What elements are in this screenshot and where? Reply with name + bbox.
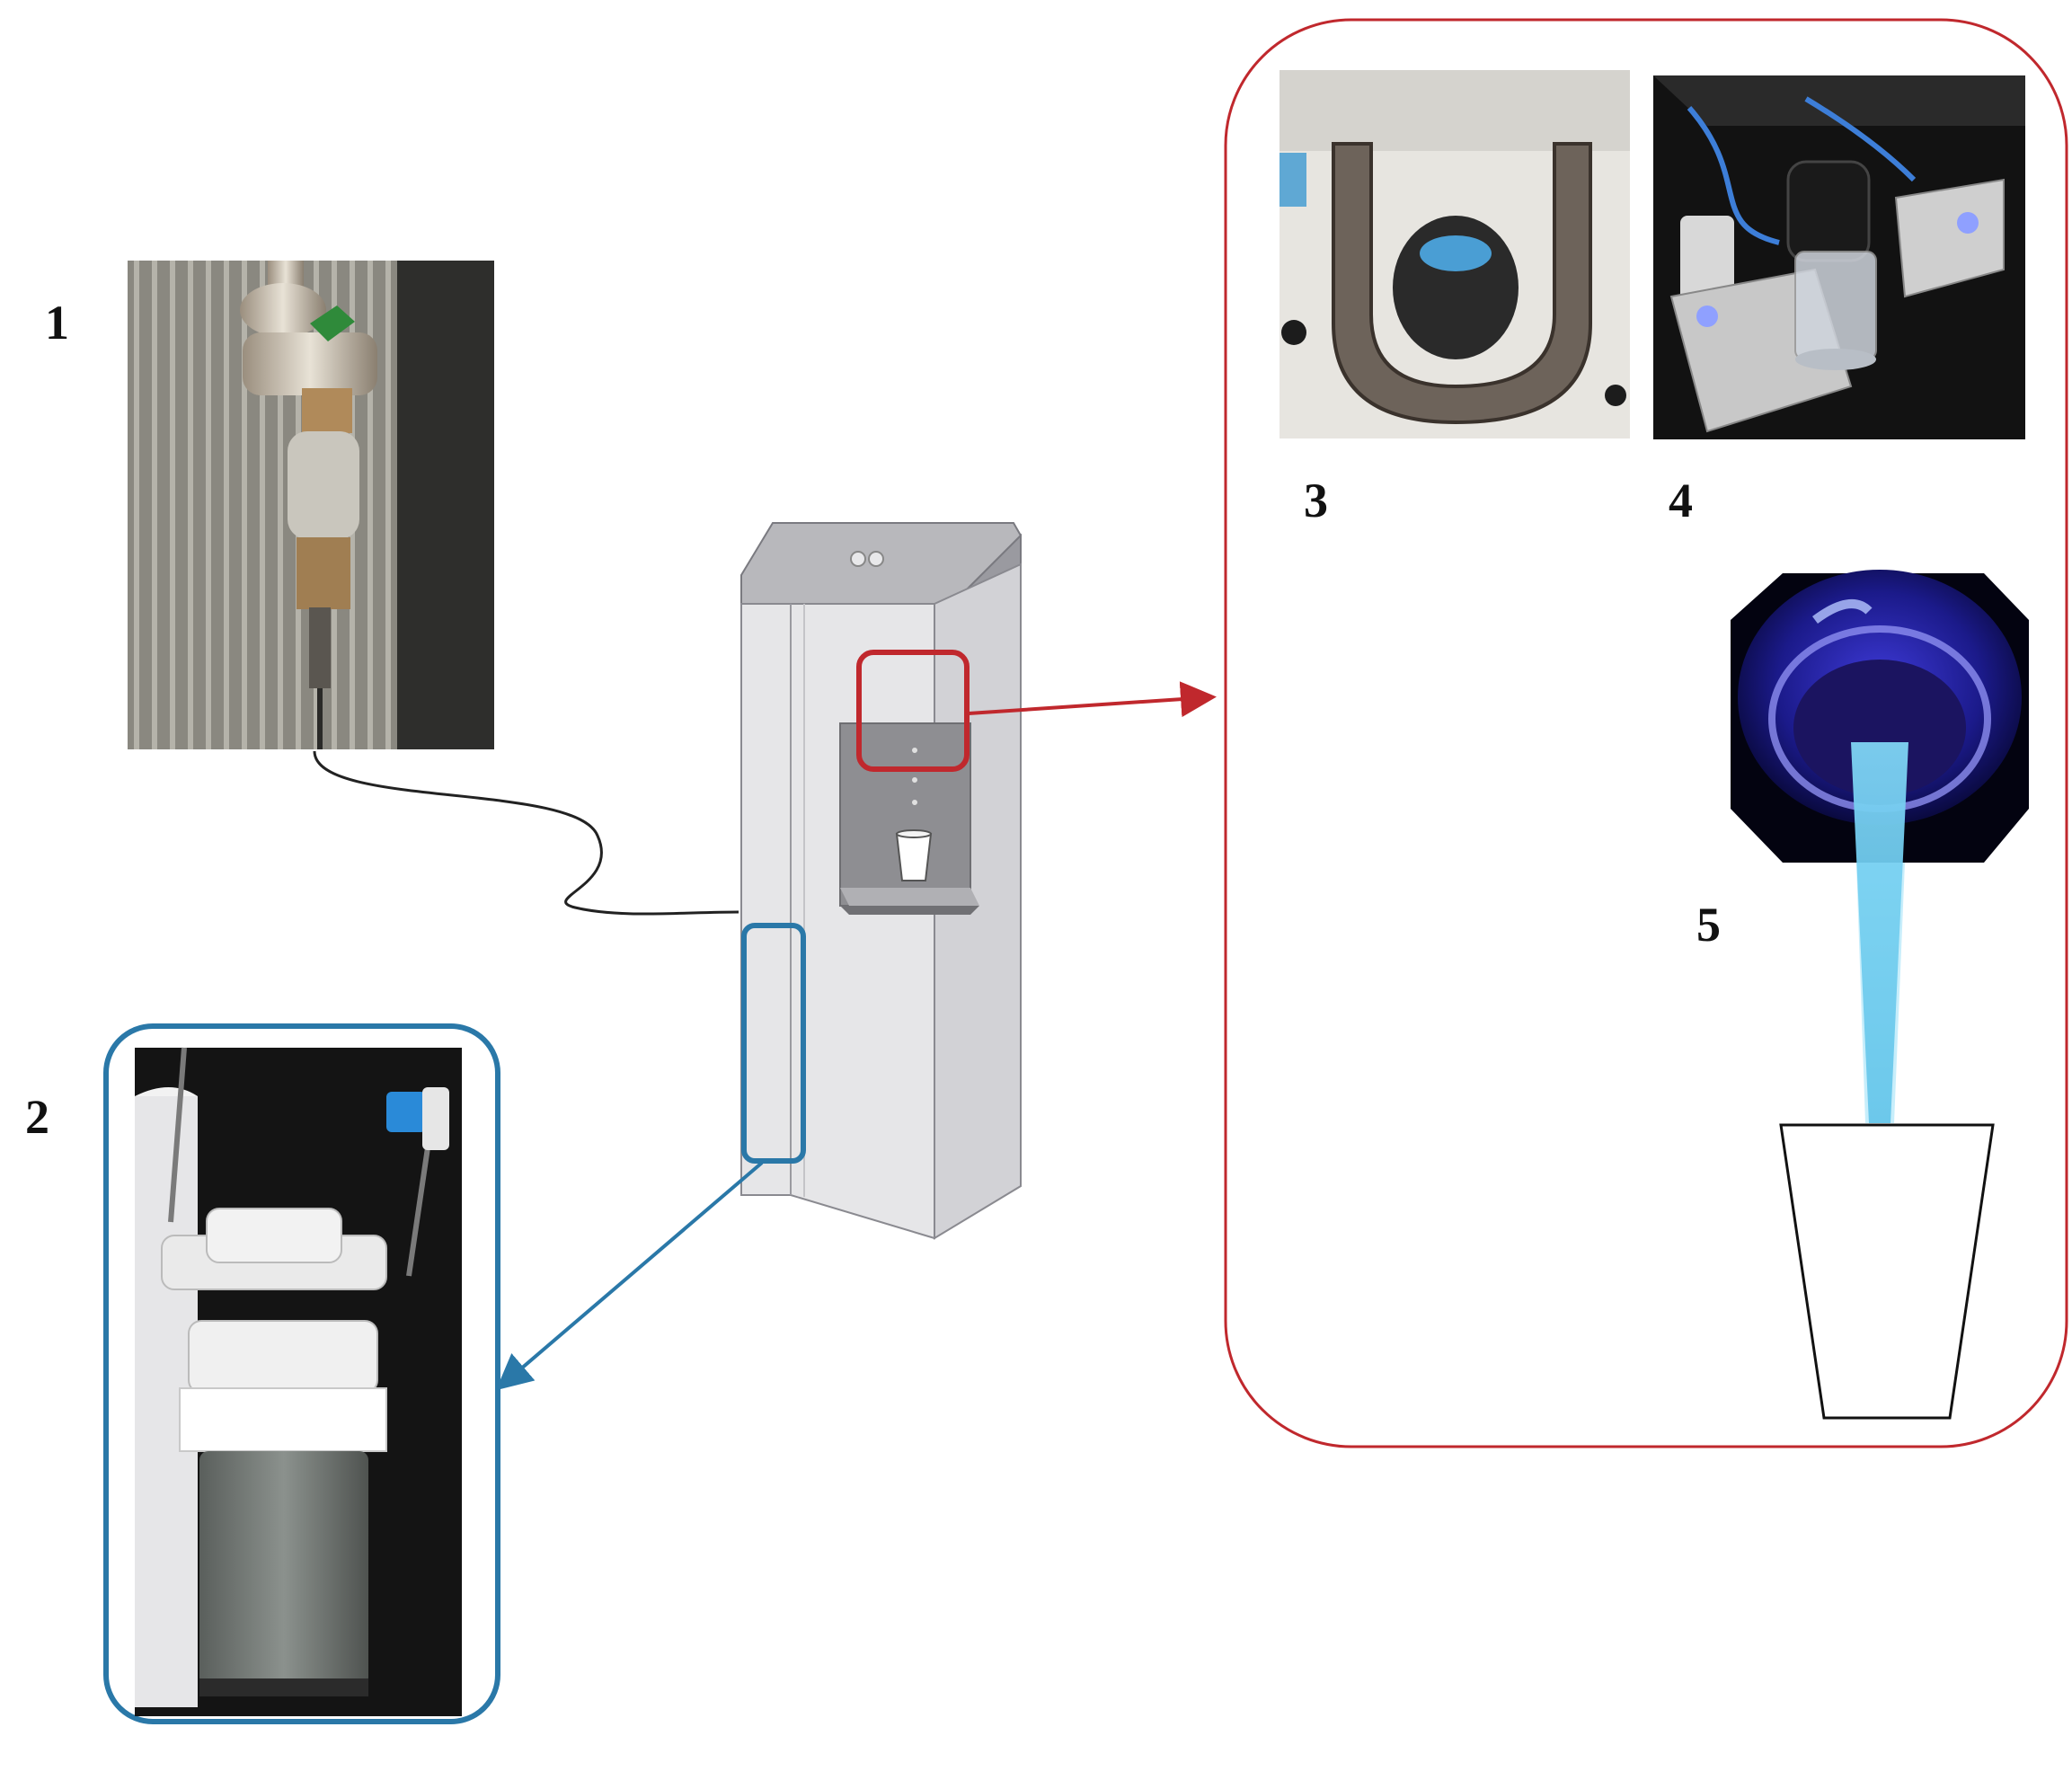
water-dispenser-illustration xyxy=(740,522,1023,1240)
photo-uv-led-module xyxy=(1653,75,2025,439)
drinking-cup-icon xyxy=(1779,1123,1995,1420)
figure-label-2: 2 xyxy=(25,1090,49,1144)
figure-label-5: 5 xyxy=(1696,898,1721,952)
photo-u-uv-lamp xyxy=(1280,70,1630,438)
supply-hose-line xyxy=(313,750,739,916)
photo-tap-valve xyxy=(128,261,494,749)
tap-valve-icon xyxy=(240,261,377,749)
photo-water-filter xyxy=(103,1023,500,1724)
small-cup-icon xyxy=(895,829,933,881)
uv-led-disinfection-illustration xyxy=(1731,570,2029,1420)
detail-panel-frame xyxy=(1224,18,2068,1448)
figure-label-3: 3 xyxy=(1304,474,1328,527)
figure-label-4: 4 xyxy=(1669,474,1693,527)
red-arrow xyxy=(968,681,1217,718)
blue-arrow xyxy=(495,1161,764,1391)
blue-highlight-box xyxy=(741,923,806,1164)
uv-light-beam xyxy=(1851,742,1908,1123)
red-highlight-box xyxy=(856,650,970,772)
figure-label-1: 1 xyxy=(45,296,69,350)
